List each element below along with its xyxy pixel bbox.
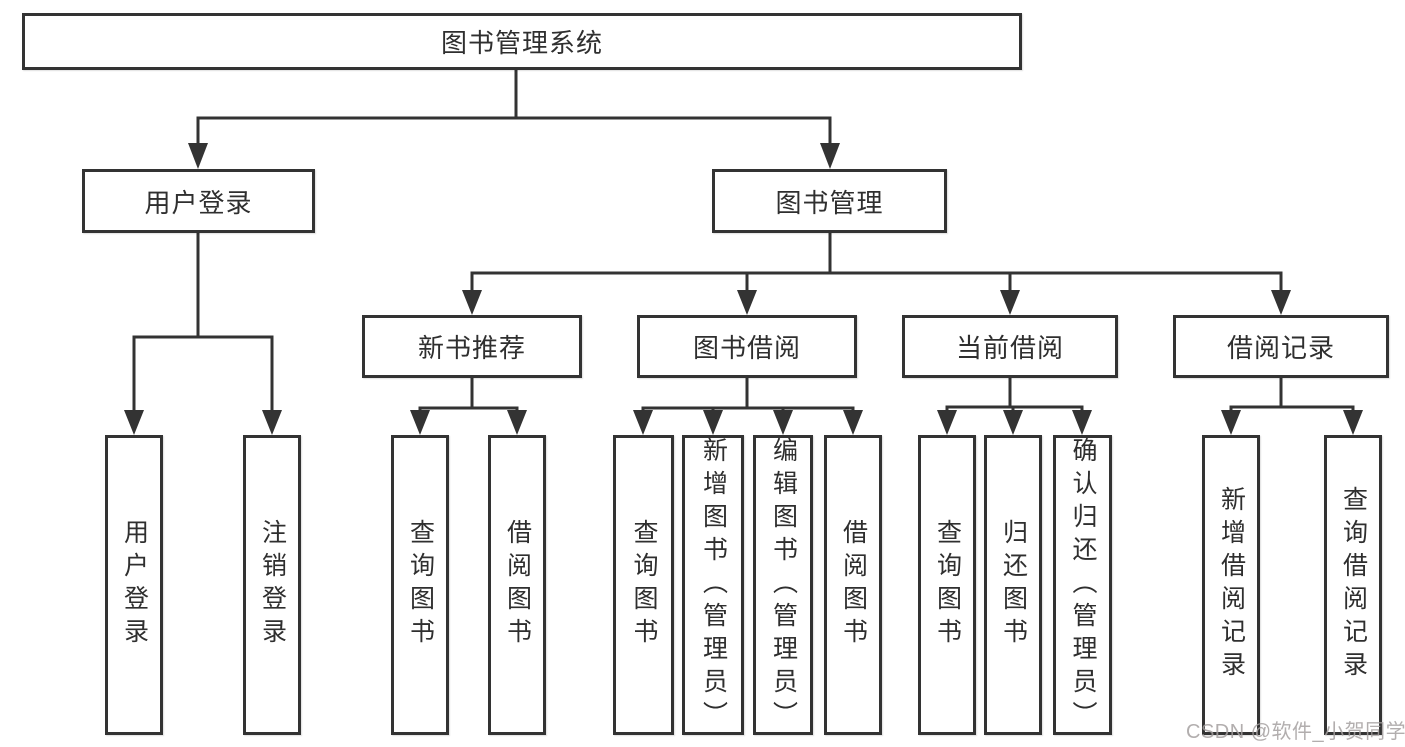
leaf-recommend-borrow-books-label: 借阅图书 [503,519,532,651]
node-user-login: 用户登录 [82,169,315,233]
leaf-recommend-query-books: 查询图书 [391,435,449,735]
node-borrow-records: 借阅记录 [1173,315,1389,378]
leaf-borrow-borrow-books: 借阅图书 [824,435,882,735]
node-user-login-label: 用户登录 [144,187,253,218]
leaf-records-add-record: 新增借阅记录 [1202,435,1260,735]
leaf-user-login-label: 用户登录 [120,519,149,651]
node-book-borrow-label: 图书借阅 [692,333,801,363]
arrowhead-group [124,143,1363,435]
leaf-records-query-record-label: 查询借阅记录 [1339,486,1368,684]
node-borrow-records-label: 借阅记录 [1226,333,1335,363]
leaf-borrow-edit-books-admin: 编辑图书（管理员） [753,435,813,735]
leaf-current-return-books: 归还图书 [984,435,1042,735]
leaf-current-query-books: 查询图书 [918,435,976,735]
node-root-system: 图书管理系统 [22,13,1022,70]
leaf-logout-label: 注销登录 [258,519,287,651]
csdn-watermark: CSDN @软件_小贺同学 [1186,721,1405,743]
node-current-borrow: 当前借阅 [902,315,1118,378]
leaf-borrow-borrow-books-label: 借阅图书 [839,519,868,651]
leaf-borrow-query-books: 查询图书 [613,435,674,735]
leaf-user-login: 用户登录 [105,435,163,735]
leaf-current-confirm-return-admin: 确认归还（管理员） [1053,435,1112,735]
node-new-book-recommend-label: 新书推荐 [417,333,526,363]
leaf-borrow-add-books-admin: 新增图书（管理员） [682,435,744,735]
node-book-management-label: 图书管理 [775,187,884,218]
node-book-borrow: 图书借阅 [637,315,857,378]
leaf-borrow-add-books-admin-label: 新增图书（管理员） [699,436,728,734]
node-new-book-recommend: 新书推荐 [362,315,582,378]
leaf-records-query-record: 查询借阅记录 [1324,435,1382,735]
node-current-borrow-label: 当前借阅 [955,333,1064,363]
leaf-logout: 注销登录 [243,435,301,735]
leaf-recommend-borrow-books: 借阅图书 [488,435,546,735]
leaf-records-add-record-label: 新增借阅记录 [1217,486,1246,684]
node-root-label: 图书管理系统 [440,28,603,58]
leaf-recommend-query-books-label: 查询图书 [406,519,435,651]
node-book-management: 图书管理 [712,169,947,233]
leaf-borrow-edit-books-admin-label: 编辑图书（管理员） [769,436,798,734]
leaf-current-query-books-label: 查询图书 [933,519,962,651]
leaf-current-confirm-return-admin-label: 确认归还（管理员） [1069,436,1097,734]
leaf-current-return-books-label: 归还图书 [999,519,1028,651]
leaf-borrow-query-books-label: 查询图书 [630,519,658,651]
